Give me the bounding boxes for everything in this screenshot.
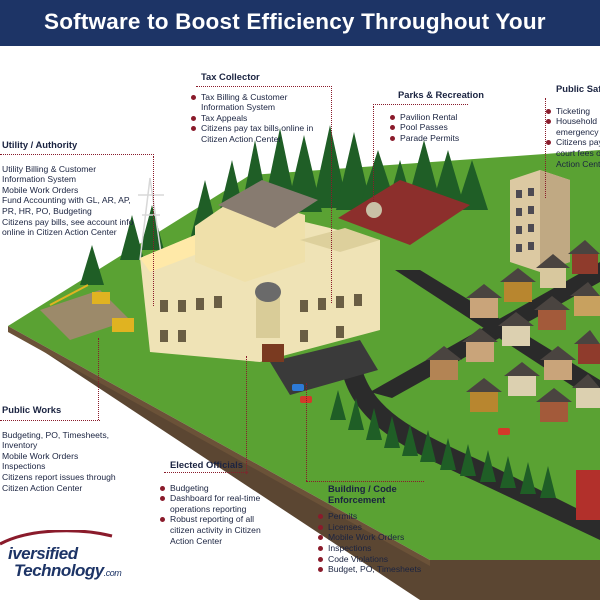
list-item: Budgeting, PO, Timesheets, Inventory	[2, 429, 110, 451]
red-building	[576, 470, 600, 520]
list-item: Licenses	[318, 522, 438, 533]
list-item: Dashboard for real-time operations repor…	[160, 493, 290, 514]
elected-connector-top	[164, 472, 248, 473]
list-item: Pavilion Rental	[390, 112, 500, 123]
list-item: Citizens pay court fees o Action Cent	[546, 137, 600, 169]
logo-word: Technology	[14, 561, 104, 580]
utility-heading: Utility / Authority	[2, 139, 78, 150]
parks-callout: Parks & Recreation Pavilion Rental Pool …	[390, 89, 500, 144]
construction-site	[40, 284, 134, 340]
elected-officials-callout: Elected Officials Budgeting Dashboard fo…	[160, 459, 290, 546]
list-item: Pool Passes	[390, 122, 500, 133]
parks-heading: Parks & Recreation	[398, 89, 484, 100]
list-item: Household emergency	[546, 116, 600, 137]
ground-slab-side	[8, 328, 600, 600]
list-item: Citizens report issues through Citizen A…	[2, 471, 116, 493]
tax-collector-heading: Tax Collector	[201, 71, 260, 82]
list-item: Inspections	[2, 461, 46, 472]
elected-officials-heading: Elected Officials	[170, 459, 243, 470]
building-code-callout: Building / Code Enforcement Permits Lice…	[318, 483, 438, 575]
elected-connector	[246, 356, 247, 474]
parking-lot	[270, 340, 378, 395]
list-item: Mobile Work Orders	[2, 184, 79, 195]
main-road	[370, 262, 600, 398]
park-fountain	[366, 202, 382, 218]
utility-connector	[153, 156, 154, 306]
list-item: Fund Accounting with GL, AR, AP, PR, HR,…	[2, 195, 131, 216]
list-item: Utility Billing & Customer Information S…	[2, 163, 97, 185]
list-item: Budgeting	[160, 483, 290, 494]
list-item: Mobile Work Orders	[318, 532, 438, 543]
list-item: Tax Billing & Customer Information Syste…	[191, 92, 331, 113]
list-item: Ticketing	[546, 106, 600, 117]
logo-line-2: Technology.com	[14, 561, 122, 581]
list-item: Citizens pay tax bills online in Citizen…	[191, 123, 331, 144]
tax-collector-connector	[331, 88, 332, 303]
logo-suffix: .com	[103, 568, 122, 578]
public-works-connector	[98, 338, 99, 420]
building-connector-top	[306, 481, 424, 482]
tax-collector-callout: Tax Collector Tax Billing & Customer Inf…	[191, 71, 331, 145]
list-item: Tax Appeals	[191, 113, 331, 124]
utility-callout: Utility / Authority Utility Billing & Cu…	[2, 139, 152, 238]
car	[292, 384, 304, 391]
building-code-heading: Building / Code Enforcement	[328, 483, 397, 505]
title-banner: Software to Boost Efficiency Throughout …	[0, 0, 600, 46]
public-safety-connector	[545, 98, 546, 198]
car	[498, 428, 510, 435]
list-item: Citizens pay bills, see account info onl…	[2, 216, 134, 238]
power-tower	[138, 177, 164, 261]
list-item: Inspections	[318, 543, 438, 554]
list-item: Parade Permits	[390, 133, 500, 144]
public-works-connector-top	[0, 420, 100, 421]
logo-swoosh-icon	[0, 530, 113, 546]
office-tower	[510, 170, 570, 272]
list-item: Budget, PO, Timesheets	[318, 564, 438, 575]
list-item: Code Violations	[318, 554, 438, 565]
logo-line-1: iversified	[8, 544, 78, 563]
page-title: Software to Boost Efficiency Throughout …	[44, 9, 546, 34]
town-illustration	[8, 125, 600, 600]
utility-connector-top	[0, 154, 154, 155]
tax-collector-connector-top	[196, 86, 332, 87]
curved-road	[340, 360, 600, 540]
houses	[426, 240, 600, 422]
public-works-heading: Public Works	[2, 404, 62, 415]
parks-connector-top	[373, 104, 468, 105]
parks-connector	[373, 106, 374, 202]
ground-edge	[8, 326, 430, 566]
list-item: Mobile Work Orders	[2, 450, 79, 461]
public-safety-heading: Public Saf	[556, 84, 600, 94]
list-item: Permits	[318, 511, 438, 522]
town-hall	[140, 180, 380, 362]
public-works-callout: Public Works Budgeting, PO, Timesheets, …	[2, 404, 132, 493]
building-connector	[306, 383, 307, 481]
company-logo[interactable]: iversified Technology.com	[0, 530, 122, 590]
park-plaza	[338, 180, 470, 245]
list-item: Robust reporting of all citizen activity…	[160, 514, 290, 546]
public-safety-callout: Public Saf Ticketing Household emergency…	[546, 84, 600, 169]
foreground-trees	[330, 390, 556, 498]
